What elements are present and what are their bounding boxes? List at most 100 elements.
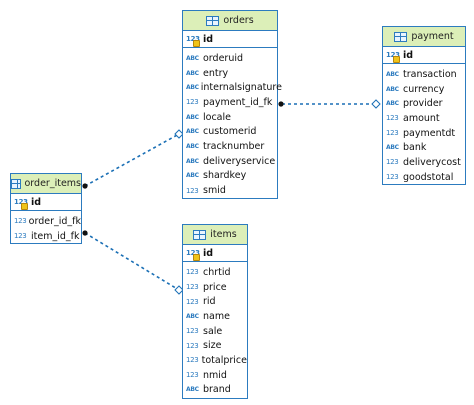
number-type-icon: 123 (186, 283, 199, 292)
field-name: brand (203, 384, 231, 396)
field-name: price (203, 281, 227, 293)
number-type-icon: 123 (186, 327, 199, 336)
number-type-icon: 123 (186, 186, 199, 195)
link-order-items-orders[interactable] (84, 133, 180, 187)
number-type-icon: 123 (186, 341, 199, 350)
field-row[interactable]: 123 paymentdt (383, 126, 465, 141)
pk-name: id (203, 33, 214, 45)
number-type-icon: 123 (14, 232, 27, 241)
field-row[interactable]: 123 size (183, 338, 247, 353)
link-end-many (82, 230, 88, 236)
field-name: shardkey (203, 170, 247, 182)
field-name: order_id_fk (28, 215, 81, 227)
field-row[interactable]: 123 deliverycost (383, 155, 465, 170)
field-row[interactable]: ABC orderuid (183, 51, 277, 66)
entity-header[interactable]: payment (383, 27, 465, 47)
entity-items[interactable]: items 123 id 123 chrtid 123 price 123 rid A… (182, 224, 248, 399)
text-type-icon: ABC (386, 70, 399, 78)
number-type-icon: 123 (386, 114, 399, 123)
text-type-icon: ABC (386, 144, 399, 152)
number-type-icon: 123 (386, 158, 399, 167)
table-icon (206, 15, 220, 26)
pk-row[interactable]: 123 id (11, 194, 81, 211)
field-row[interactable]: ABC customerid (183, 124, 277, 139)
field-row[interactable]: 123 chrtid (183, 265, 247, 280)
entity-header[interactable]: orders (183, 11, 277, 31)
text-type-icon: ABC (186, 69, 199, 77)
number-type-icon: 123 (186, 268, 199, 277)
field-row[interactable]: 123 smid (183, 183, 277, 198)
field-name: sale (203, 325, 223, 337)
text-type-icon: ABC (186, 54, 199, 62)
entity-header[interactable]: items (183, 225, 247, 245)
field-name: totalprice (201, 354, 247, 366)
field-name: size (203, 340, 222, 352)
field-row[interactable]: ABC bank (383, 140, 465, 155)
link-order-items-items[interactable] (84, 232, 180, 291)
field-name: orderuid (203, 52, 244, 64)
field-row[interactable]: ABC transaction (383, 67, 465, 82)
field-row[interactable]: 123 price (183, 280, 247, 295)
text-type-icon: ABC (186, 128, 199, 136)
field-name: rid (203, 296, 216, 308)
field-row[interactable]: 123 rid (183, 294, 247, 309)
number-type-icon: 123 (186, 98, 199, 107)
link-end-many (82, 183, 88, 189)
field-name: name (203, 310, 230, 322)
pk-name: id (403, 49, 414, 61)
field-row[interactable]: 123 payment_id_fk (183, 95, 277, 110)
number-type-icon: 123 (186, 356, 199, 365)
field-row[interactable]: ABC shardkey (183, 169, 277, 184)
number-type-icon: 123 (386, 173, 399, 182)
field-name: payment_id_fk (203, 96, 273, 108)
field-name: customerid (203, 126, 257, 138)
text-type-icon: ABC (186, 157, 199, 165)
entity-title: order_items (24, 178, 82, 189)
text-type-icon: ABC (186, 172, 199, 180)
field-row[interactable]: 123 sale (183, 324, 247, 339)
field-name: tracknumber (203, 140, 265, 152)
number-type-icon: 123 (186, 297, 199, 306)
table-icon (394, 31, 408, 42)
text-type-icon: ABC (186, 84, 199, 92)
number-type-icon: 123 (14, 217, 27, 226)
pk-name: id (203, 247, 214, 259)
field-name: smid (203, 185, 226, 197)
field-name: bank (403, 142, 427, 154)
field-name: transaction (403, 68, 457, 80)
field-name: paymentdt (403, 127, 456, 139)
pk-row[interactable]: 123 id (383, 47, 465, 64)
primary-key-icon: 123 (386, 51, 400, 63)
field-name: deliverycost (403, 156, 461, 168)
text-type-icon: ABC (186, 142, 199, 150)
pk-row[interactable]: 123 id (183, 31, 277, 48)
number-type-icon: 123 (186, 371, 199, 380)
field-row[interactable]: ABC tracknumber (183, 139, 277, 154)
entity-header[interactable]: order_items (11, 174, 81, 194)
pk-name: id (31, 196, 42, 208)
pk-row[interactable]: 123 id (183, 245, 247, 262)
link-end-one-diamond (371, 99, 381, 109)
number-type-icon: 123 (386, 129, 399, 138)
field-name: chrtid (203, 266, 231, 278)
